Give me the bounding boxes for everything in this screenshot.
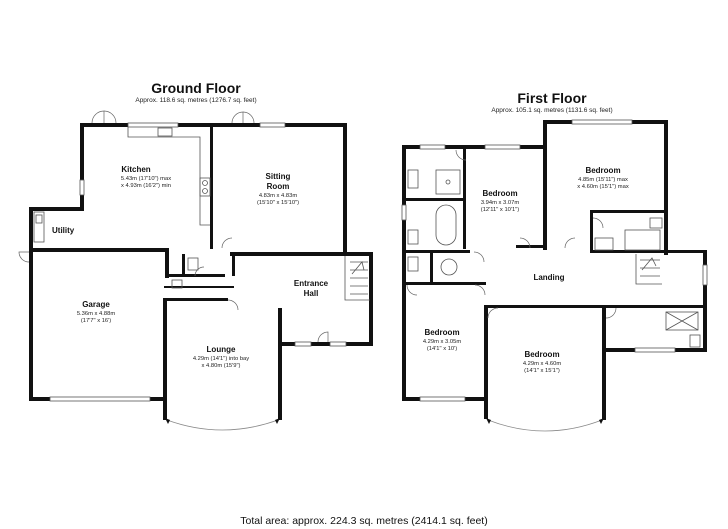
ground-floor-doors bbox=[18, 110, 329, 343]
kitchen-dims-2: x 4.93m (16'2") min bbox=[121, 183, 171, 189]
landing-label: Landing bbox=[533, 273, 564, 282]
utility-fittings bbox=[33, 211, 199, 289]
bedroom-sw-dims-1: 4.29m x 3.05m bbox=[423, 339, 462, 345]
first-floor-area: Approx. 105.1 sq. metres (1131.6 sq. fee… bbox=[491, 107, 612, 114]
kitchen-label: Kitchen bbox=[121, 165, 150, 174]
ground-floor-area: Approx. 118.6 sq. metres (1276.7 sq. fee… bbox=[135, 97, 256, 104]
first-floor-plan: First Floor Approx. 105.1 sq. metres (11… bbox=[401, 90, 708, 432]
bathroom-fittings bbox=[407, 169, 701, 348]
lounge-dims-1: 4.29m (14'1") into bay bbox=[193, 356, 249, 362]
first-floor-doors bbox=[406, 149, 617, 319]
bedroom-ne-dims-2: x 4.60m (15'1") max bbox=[577, 184, 629, 190]
lounge-bay-window bbox=[166, 419, 279, 431]
utility-label: Utility bbox=[52, 226, 75, 235]
first-floor-walls bbox=[402, 120, 707, 420]
bedroom-nw-dims-1: 3.94m x 3.07m bbox=[481, 200, 520, 206]
total-area-label: Total area: approx. 224.3 sq. metres (24… bbox=[240, 515, 487, 527]
ground-floor-windows bbox=[49, 122, 347, 402]
garage-dims-2: (17'7" x 16') bbox=[81, 318, 111, 324]
bedroom-ne-label: Bedroom bbox=[585, 166, 620, 175]
bedroom-se-label: Bedroom bbox=[524, 350, 559, 359]
first-floor-stairs bbox=[635, 254, 662, 285]
sitting-room-label-1: Sitting bbox=[266, 172, 291, 181]
lounge-label: Lounge bbox=[207, 345, 236, 354]
bedroom-sw-label: Bedroom bbox=[424, 328, 459, 337]
ground-floor-stairs bbox=[344, 256, 370, 301]
ground-floor-title: Ground Floor bbox=[151, 80, 241, 96]
first-floor-windows bbox=[401, 119, 708, 402]
bedroom-nw-dims-2: (12'11" x 10'1") bbox=[481, 207, 520, 213]
garage-label: Garage bbox=[82, 300, 110, 309]
kitchen-fittings bbox=[127, 127, 211, 226]
bedroom-se-dims-1: 4.29m x 4.60m bbox=[523, 361, 562, 367]
first-floor-title: First Floor bbox=[517, 90, 587, 106]
entrance-hall-label-1: Entrance bbox=[294, 279, 329, 288]
entrance-hall-label-2: Hall bbox=[304, 289, 319, 298]
garage-dims-1: 5.36m x 4.88m bbox=[77, 311, 116, 317]
ground-floor-walls bbox=[29, 123, 373, 420]
lounge-dims-2: x 4.80m (15'9") bbox=[202, 363, 241, 369]
kitchen-dims-1: 5.43m (17'10") max bbox=[121, 176, 171, 182]
ground-floor-plan: Ground Floor Approx. 118.6 sq. metres (1… bbox=[18, 80, 373, 431]
sitting-room-dims-1: 4.83m x 4.83m bbox=[259, 193, 298, 199]
bedroom-bay-window bbox=[487, 419, 603, 432]
bedroom-sw-dims-2: (14'1" x 10') bbox=[427, 346, 457, 352]
sitting-room-dims-2: (15'10" x 15'10") bbox=[257, 200, 299, 206]
bedroom-nw-label: Bedroom bbox=[482, 189, 517, 198]
sitting-room-label-2: Room bbox=[267, 182, 290, 191]
bedroom-se-dims-2: (14'1" x 15'1") bbox=[524, 368, 560, 374]
bedroom-ne-dims-1: 4.85m (15'11") max bbox=[578, 177, 628, 183]
